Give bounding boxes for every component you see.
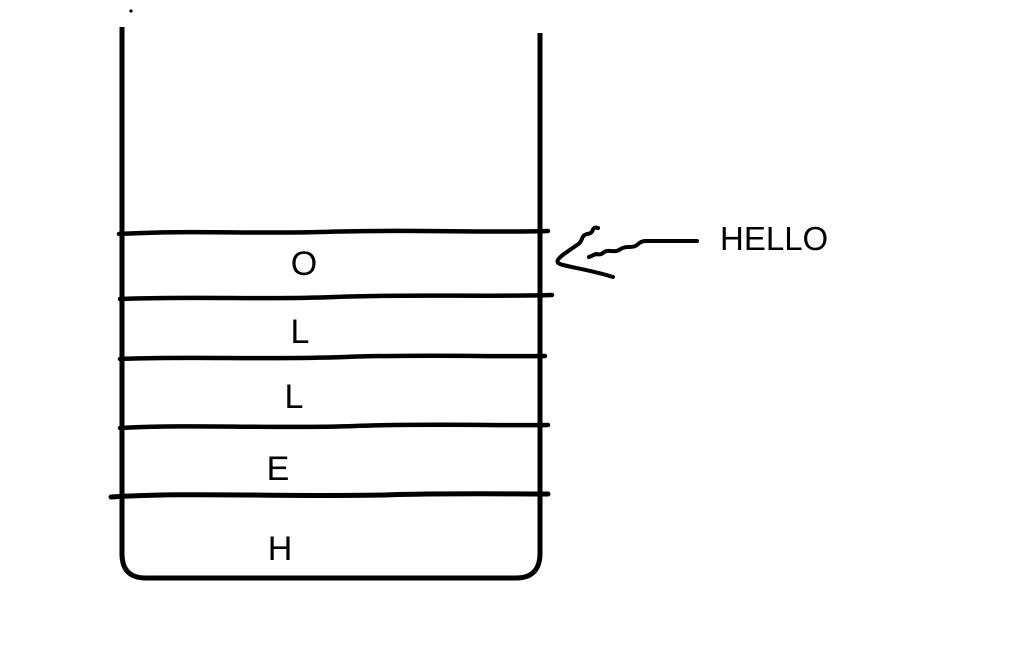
arrow-head	[555, 225, 615, 279]
stack-cell-letter-4: H	[268, 530, 293, 568]
stack-cell-letter-1: L	[291, 313, 310, 351]
stack-divider-o-l	[117, 292, 555, 302]
annotation-label: HELLO	[720, 220, 828, 257]
stack-divider-e-h	[108, 491, 551, 500]
arrow-to-stack-top-icon	[555, 225, 699, 279]
stack-cell-letter-0: O	[291, 245, 317, 283]
stack-divider-l-e	[117, 422, 551, 431]
stack-cell-letter-3: E	[267, 450, 290, 488]
stack-divider-l-l	[117, 353, 548, 362]
stack-divider-top	[116, 228, 551, 237]
stack-cell-letter-2: L	[285, 378, 304, 416]
arrow-shaft	[587, 239, 699, 259]
stack-container-outline	[119, 27, 543, 581]
stray-pen-dot	[129, 9, 133, 13]
